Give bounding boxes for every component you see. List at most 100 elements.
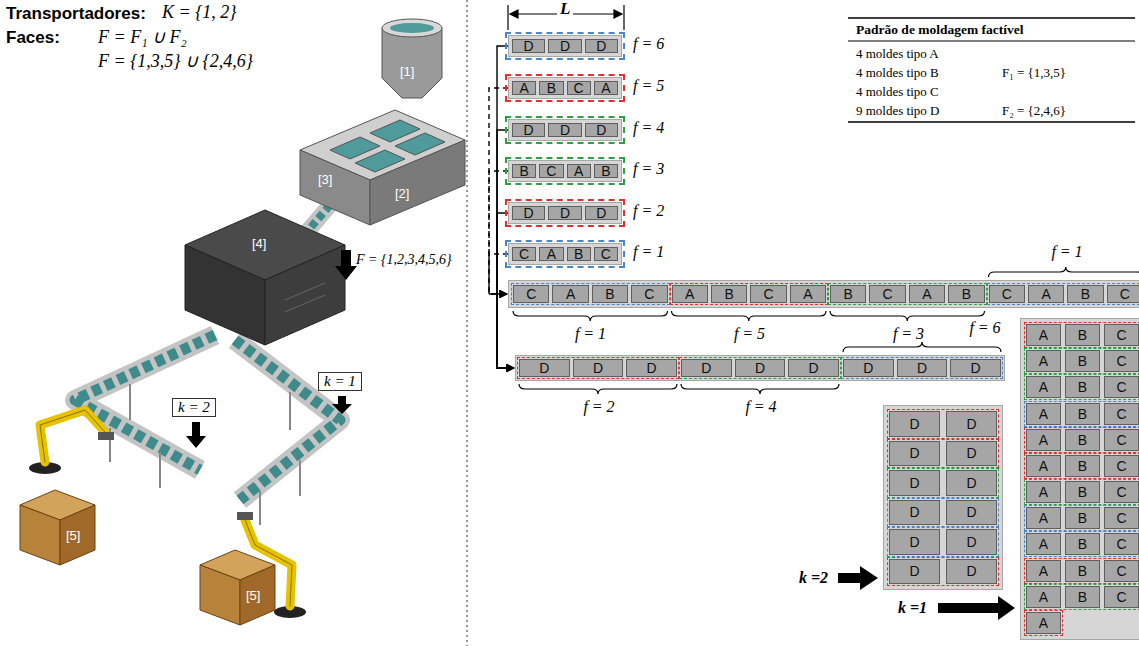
mold-box: D xyxy=(573,359,624,377)
illustration-part xyxy=(395,133,445,155)
face-bar: DDDf = 4 xyxy=(508,119,622,141)
mold-letter: C xyxy=(1116,510,1126,526)
face-label: f = 2 xyxy=(583,398,614,416)
mold-box: D xyxy=(950,359,1001,377)
mold-letter: C xyxy=(1002,286,1012,302)
illustration-part xyxy=(240,565,275,625)
mold-letter: D xyxy=(524,38,534,54)
mold-letter: D xyxy=(909,563,919,579)
conveyor-leg xyxy=(110,384,300,525)
mold-box: C xyxy=(750,285,786,303)
face-label: f = 5 xyxy=(734,325,765,343)
mold-box: D xyxy=(548,206,581,220)
brace xyxy=(843,342,1001,352)
mold-box: B xyxy=(539,81,563,95)
mold-box: B xyxy=(592,285,628,303)
brace xyxy=(989,267,1139,277)
face-set-label: F = {1,2,3,4,5,6} xyxy=(356,252,452,268)
mold-box: D xyxy=(889,559,940,585)
mold-box: C xyxy=(1104,350,1139,372)
callout-number: [1] xyxy=(400,64,414,79)
mold-box: A xyxy=(1026,507,1061,529)
illustration-part xyxy=(507,5,508,30)
mold-letter: D xyxy=(596,122,606,138)
mold-letter: C xyxy=(601,246,611,262)
mold-box: D xyxy=(889,529,940,555)
table-cell: 4 moldes tipo A xyxy=(856,46,939,62)
mold-box: C xyxy=(594,247,618,261)
mold-box: C xyxy=(1104,507,1139,529)
mold-letter: A xyxy=(803,286,812,302)
mold-letter: A xyxy=(1041,286,1050,302)
mold-letter: A xyxy=(1039,379,1048,395)
mold-box: B xyxy=(1065,376,1100,398)
face-label: f = 3 xyxy=(893,325,924,343)
mold-box: C xyxy=(1104,376,1139,398)
flow-arrow xyxy=(332,396,352,414)
mold-letter: D xyxy=(971,360,981,376)
mold-box: C xyxy=(1104,533,1139,555)
mold-letter: C xyxy=(1116,458,1126,474)
mold-box: A xyxy=(1028,285,1064,303)
mold-box: D xyxy=(946,500,997,526)
dimension-label: L xyxy=(557,0,573,19)
set-formula: F = {1,3,5} ∪ {2,4,6} xyxy=(98,50,253,72)
mold-letter: C xyxy=(763,286,773,302)
mold-letter: C xyxy=(546,163,556,179)
mold-box: D xyxy=(681,359,732,377)
conveyor-tag: k = 1 xyxy=(318,372,362,391)
mold-letter: A xyxy=(574,163,583,179)
conveyor-label: k =2 xyxy=(799,569,828,587)
mold-box: C xyxy=(567,81,591,95)
callout-number: [2] xyxy=(395,186,409,201)
mold-row: DDDDDDDDDf = 2f = 4f = 6 xyxy=(515,355,1005,381)
mold-box: D xyxy=(512,39,545,53)
mold-box: C xyxy=(1107,285,1139,303)
table-cell: 4 moldes tipo B xyxy=(856,65,939,81)
mold-letter: B xyxy=(1078,536,1087,552)
mold-box: D xyxy=(889,441,940,467)
mold-letter: D xyxy=(909,445,919,461)
illustration-part xyxy=(848,41,1135,42)
mold-letter: D xyxy=(966,563,976,579)
mold-box: B xyxy=(1065,586,1100,608)
mold-letter: D xyxy=(966,445,976,461)
mold-box: D xyxy=(889,500,940,526)
mold-box: B xyxy=(1065,429,1100,451)
mold-box: C xyxy=(631,285,667,303)
mold-box: D xyxy=(512,123,545,137)
mold-box: B xyxy=(1067,285,1103,303)
face-bar: CABCf = 1 xyxy=(508,243,622,265)
mold-box: D xyxy=(585,123,618,137)
face-label: f = 5 xyxy=(633,77,664,95)
mold-box: C xyxy=(1104,586,1139,608)
illustration-part xyxy=(40,410,105,462)
mold-box: B xyxy=(512,164,536,178)
mold-letter: A xyxy=(1039,458,1048,474)
mold-letter: D xyxy=(809,360,819,376)
mold-box: B xyxy=(1065,455,1100,477)
face-label: f = 3 xyxy=(633,160,664,178)
mold-box: D xyxy=(735,359,786,377)
robot xyxy=(29,410,306,618)
set-formula: F = F₁ ∪ F₂ xyxy=(98,26,187,48)
mold-box: A xyxy=(672,285,708,303)
illustration-part xyxy=(848,17,1135,19)
mold-box: D xyxy=(946,559,997,585)
mold-letter: D xyxy=(701,360,711,376)
mold-letter: D xyxy=(863,360,873,376)
mold-letter: D xyxy=(966,504,976,520)
mold-box: B xyxy=(1065,507,1100,529)
face-label: f = 6 xyxy=(633,35,664,53)
mold-box: D xyxy=(843,359,894,377)
brace xyxy=(519,384,677,394)
illustration-part xyxy=(98,432,114,440)
flow-connector xyxy=(489,254,508,294)
mold-box: A xyxy=(909,285,945,303)
mold-letter: B xyxy=(962,286,971,302)
mold-letter: A xyxy=(1039,510,1048,526)
mold-letter: C xyxy=(519,246,529,262)
flow-connector xyxy=(489,88,508,294)
mold-box: A xyxy=(1026,533,1061,555)
